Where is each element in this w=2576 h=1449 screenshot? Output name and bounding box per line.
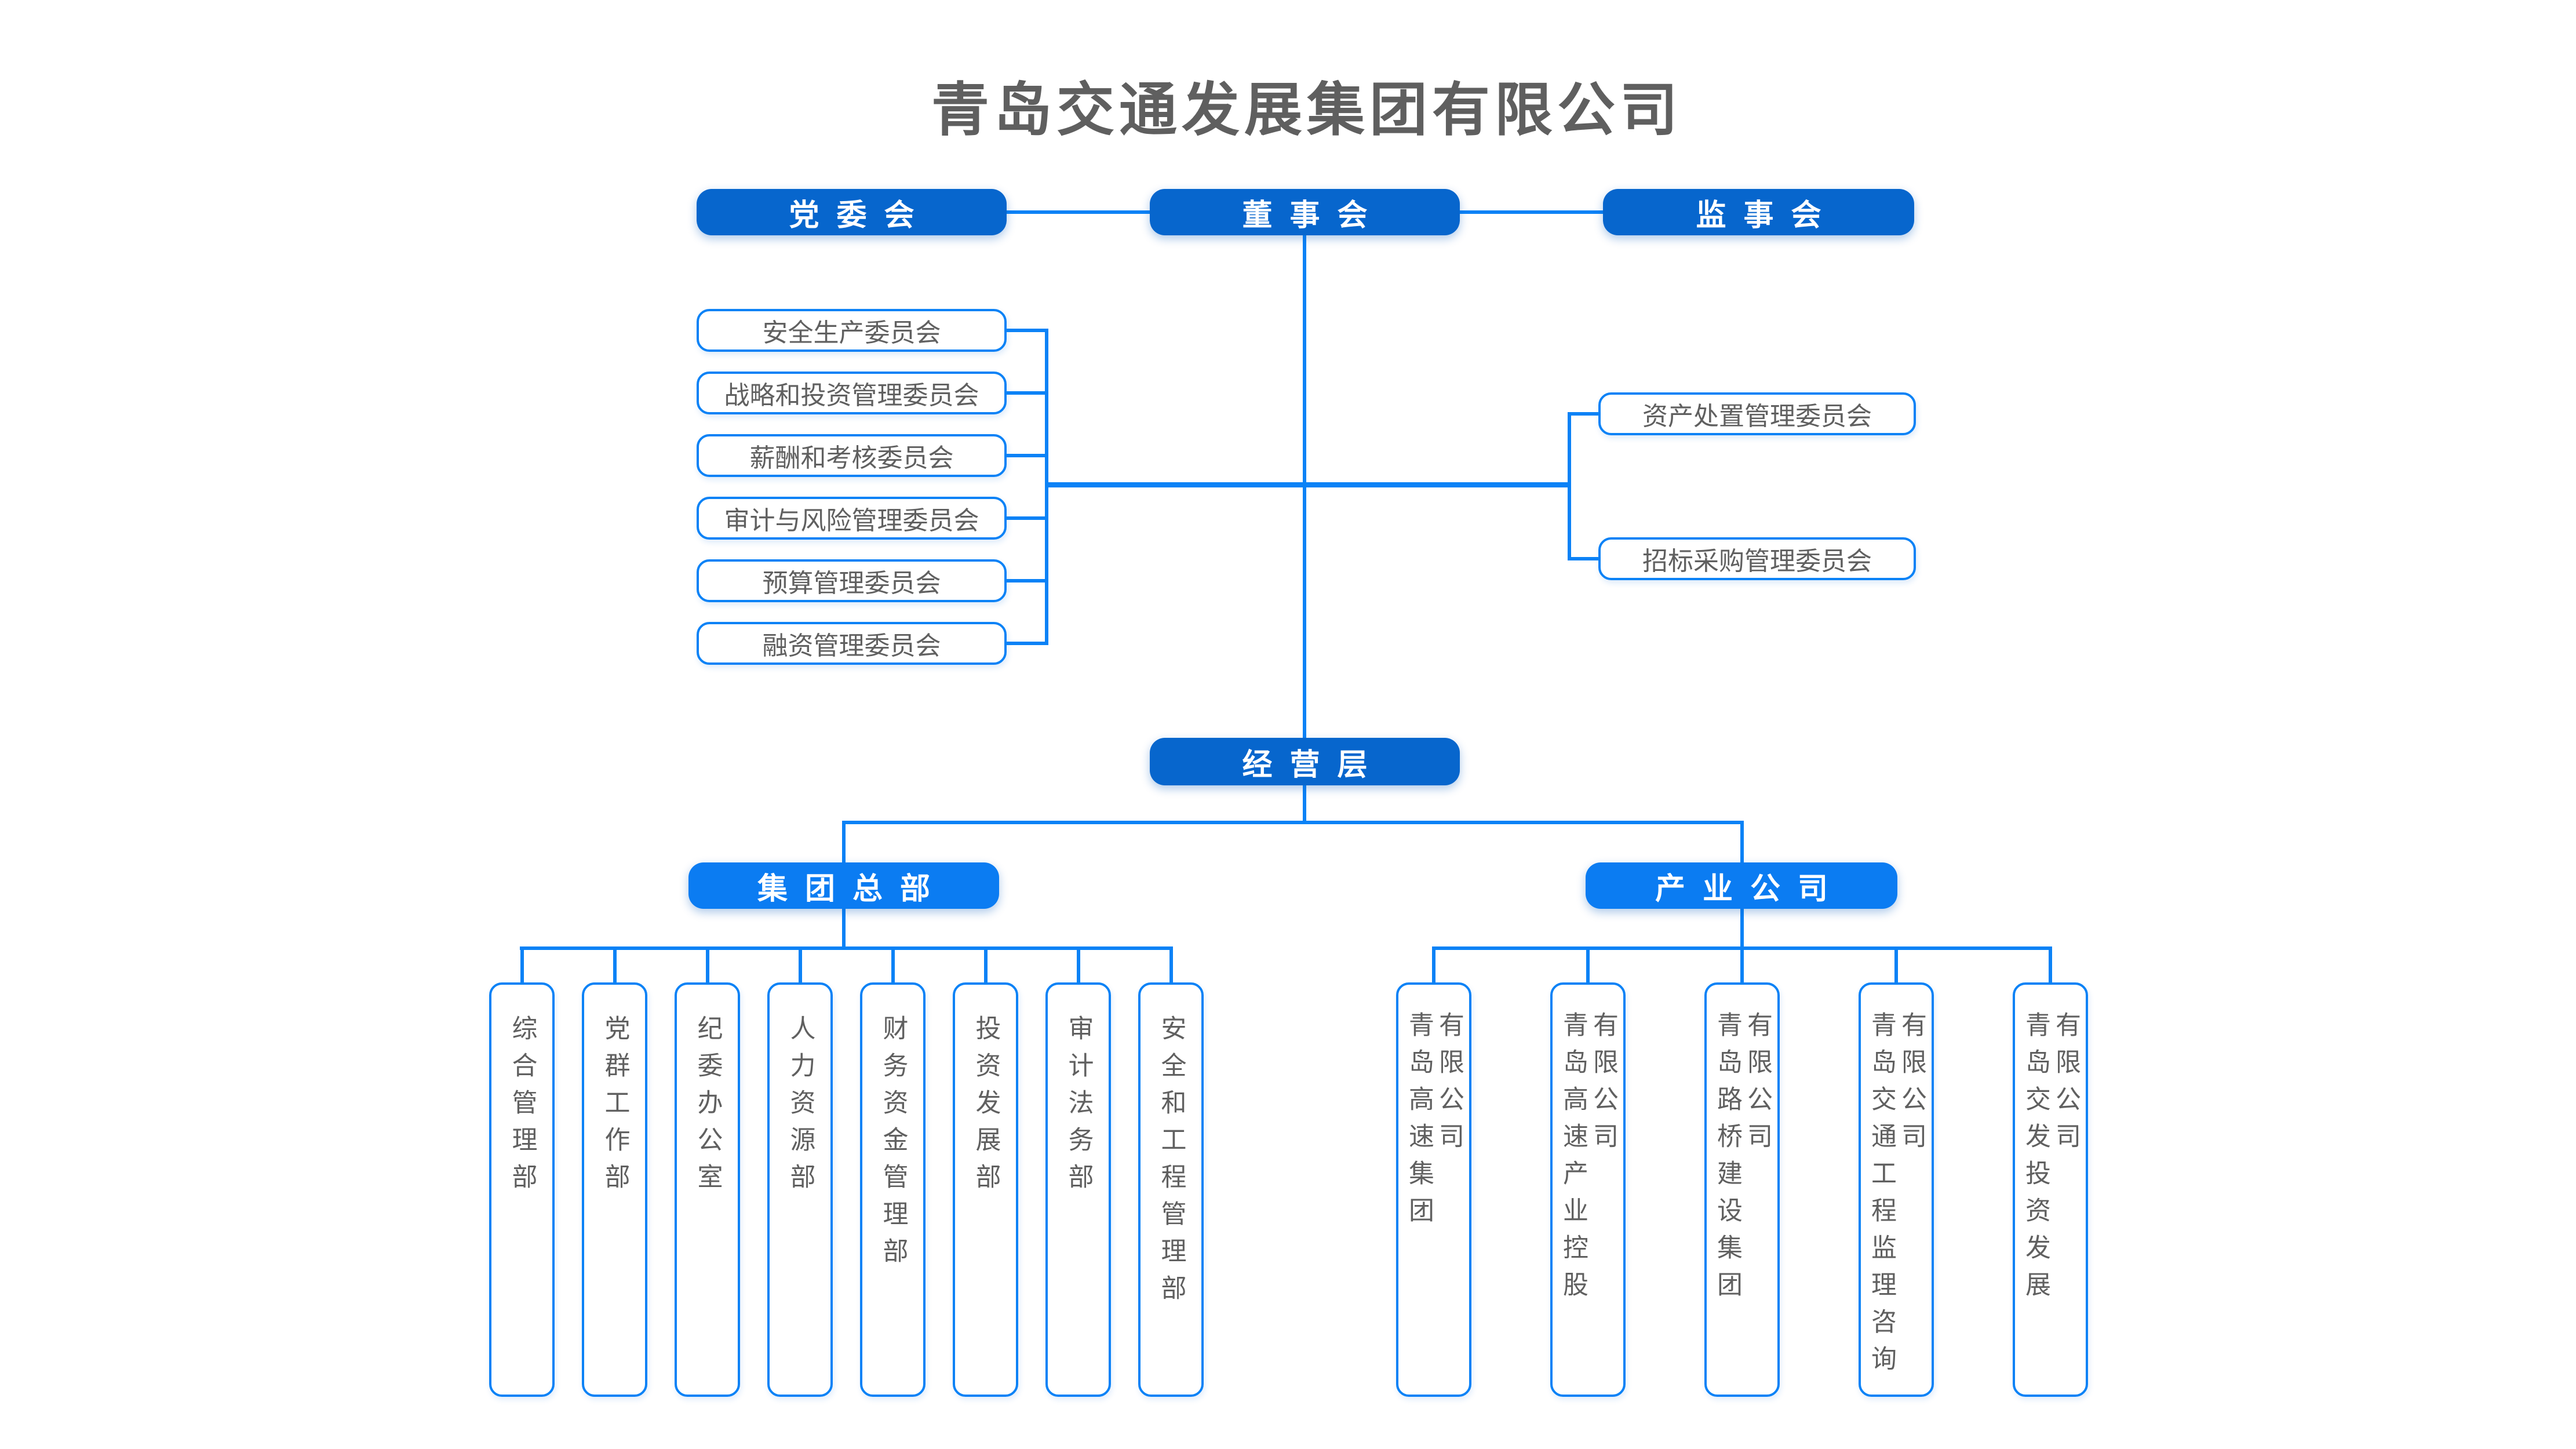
committee-node: 融资管理委员会 (697, 622, 1048, 665)
company-node: 青岛交发投资发展 有限公司 (2013, 946, 2088, 1397)
company-name-columns: 青岛路桥建设集团 有限公司 (1713, 1011, 1772, 1308)
committee-node: 预算管理委员会 (697, 559, 1048, 602)
connector-split (842, 821, 1744, 824)
node-board-of-directors: 董事会 (1150, 189, 1460, 235)
connector-stem-headquarters (842, 909, 846, 948)
node-board-of-directors-label: 董事会 (1242, 198, 1385, 232)
connector-board-supervisory (1460, 210, 1603, 214)
connector-department-bus (520, 946, 1172, 950)
board-committees-left: 安全生产委员会 战略和投资管理委员会 薪酬和考核委员会 审计与风险管理委员会 预… (697, 309, 1048, 665)
committee-node: 审计与风险管理委员会 (697, 497, 1048, 540)
company-row: 青岛高速集团 有限公司 青岛高速产业控股 有限公司 青岛路桥建设集团 有限公司 (1396, 946, 2088, 1397)
department-node: 人力资源部 (767, 946, 833, 1397)
node-supervisory-board: 监事会 (1603, 189, 1914, 235)
company-name: 青岛高速集团 (1405, 1011, 1433, 1234)
committee-label: 招标采购管理委员会 (1642, 547, 1872, 576)
node-party-committee-label: 党委会 (789, 198, 932, 232)
committee-label: 安全生产委员会 (762, 319, 941, 347)
company-suffix: 有限公司 (2052, 1011, 2080, 1160)
company-name: 青岛高速产业控股 (1559, 1011, 1587, 1308)
company-suffix: 有限公司 (1589, 1011, 1617, 1160)
company-node: 青岛路桥建设集团 有限公司 (1704, 946, 1780, 1397)
committee-label: 薪酬和考核委员会 (749, 444, 954, 472)
node-group-headquarters-label: 集团总部 (757, 872, 948, 906)
connector-committee-cross (1045, 482, 1571, 487)
company-node: 青岛高速集团 有限公司 (1396, 946, 1471, 1397)
department-label: 纪委办公室 (693, 1015, 722, 1200)
department-node: 纪委办公室 (675, 946, 740, 1397)
committee-label: 战略和投资管理委员会 (724, 381, 979, 410)
committee-node: 战略和投资管理委员会 (697, 372, 1048, 414)
committee-node: 招标采购管理委员会 (1568, 537, 1916, 580)
company-suffix: 有限公司 (1743, 1011, 1772, 1160)
node-industry-companies: 产业公司 (1586, 862, 1897, 909)
committee-node: 资产处置管理委员会 (1568, 392, 1916, 435)
department-label: 综合管理部 (508, 1015, 537, 1200)
connector-trunk-lower (1303, 785, 1306, 824)
committee-label: 审计与风险管理委员会 (724, 507, 979, 535)
connector-stem-industry (1740, 909, 1744, 948)
company-name-columns: 青岛交通工程监理咨询 有限公司 (1867, 1011, 1926, 1382)
department-label: 党群工作部 (600, 1015, 629, 1200)
department-node: 安全和工程管理部 (1138, 946, 1204, 1397)
department-row: 综合管理部 党群工作部 纪委办公室 人力资源部 财务资金管理部 投资发展部 (489, 946, 1204, 1397)
department-node: 党群工作部 (582, 946, 647, 1397)
department-label: 安全和工程管理部 (1157, 1015, 1186, 1312)
company-node: 青岛交通工程监理咨询 有限公司 (1859, 946, 1934, 1397)
connector-drop-headquarters (842, 824, 846, 862)
department-label: 审计法务部 (1064, 1015, 1093, 1200)
company-node: 青岛高速产业控股 有限公司 (1550, 946, 1626, 1397)
department-label: 人力资源部 (786, 1015, 815, 1200)
connector-drop-industry (1740, 824, 1744, 862)
board-committees-right: 资产处置管理委员会 招标采购管理委员会 (1568, 392, 1916, 580)
node-supervisory-board-label: 监事会 (1696, 198, 1839, 232)
committee-label: 预算管理委员会 (762, 569, 941, 598)
company-name: 青岛交发投资发展 (2021, 1011, 2050, 1308)
department-node: 综合管理部 (489, 946, 555, 1397)
department-label: 财务资金管理部 (879, 1015, 908, 1275)
page-title: 青岛交通发展集团有限公司 (931, 78, 1682, 143)
company-name: 青岛交通工程监理咨询 (1867, 1011, 1896, 1382)
committee-label: 资产处置管理委员会 (1642, 402, 1872, 431)
company-suffix: 有限公司 (1435, 1011, 1463, 1160)
company-name-columns: 青岛高速集团 有限公司 (1405, 1011, 1463, 1234)
department-label: 投资发展部 (971, 1015, 1000, 1200)
company-name: 青岛路桥建设集团 (1713, 1011, 1741, 1308)
connector-party-board (1007, 210, 1150, 214)
node-party-committee: 党委会 (697, 189, 1007, 235)
committee-label: 融资管理委员会 (762, 632, 941, 660)
company-name-columns: 青岛高速产业控股 有限公司 (1559, 1011, 1617, 1308)
committee-node: 安全生产委员会 (697, 309, 1048, 352)
department-node: 投资发展部 (953, 946, 1018, 1397)
committee-node: 薪酬和考核委员会 (697, 434, 1048, 477)
company-name-columns: 青岛交发投资发展 有限公司 (2021, 1011, 2080, 1308)
department-node: 财务资金管理部 (860, 946, 926, 1397)
company-suffix: 有限公司 (1897, 1011, 1926, 1160)
department-node: 审计法务部 (1045, 946, 1111, 1397)
node-group-headquarters: 集团总部 (688, 862, 999, 909)
connector-right-committee-bus (1568, 412, 1571, 560)
node-industry-companies-label: 产业公司 (1655, 872, 1845, 906)
node-management-level: 经营层 (1150, 738, 1460, 785)
node-management-level-label: 经营层 (1242, 748, 1385, 782)
